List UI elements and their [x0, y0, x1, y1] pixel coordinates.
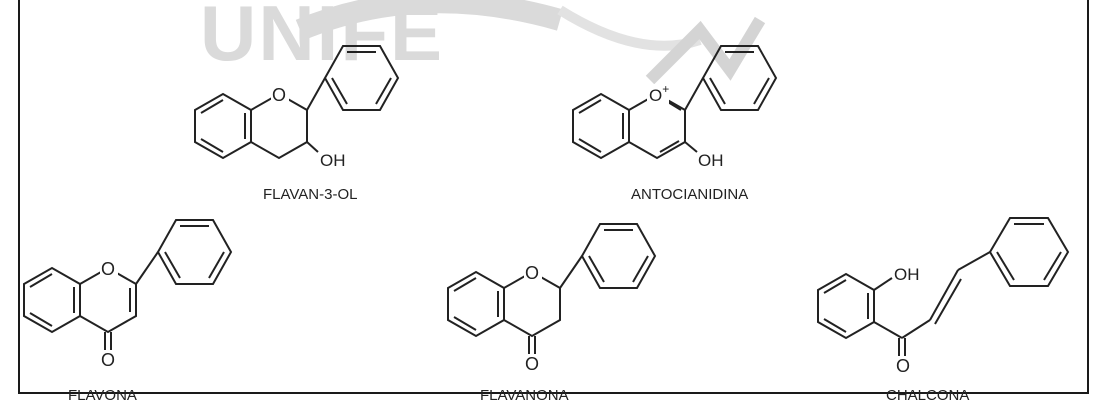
antocianidina-oh: OH — [698, 151, 724, 170]
mask — [524, 263, 542, 281]
flavan-ring-oxygen: O — [272, 85, 286, 105]
chalcona-oh: OH — [894, 265, 920, 284]
compound-flavanona — [447, 223, 657, 354]
mask — [271, 85, 289, 103]
compound-flavona — [23, 219, 233, 350]
antocianidina-ring-oxygen: O+ — [649, 82, 669, 105]
flavona-carbonyl-oxygen: O — [101, 350, 115, 370]
flavan-3-ol-label: FLAVAN-3-OL — [263, 186, 357, 203]
mask — [647, 84, 669, 104]
flavan-oh-bond — [306, 141, 319, 153]
compound-chalcona — [817, 217, 1070, 356]
flavanona-ring-oxygen: O — [525, 263, 539, 283]
mask — [100, 259, 118, 277]
flavan-oh: OH — [320, 151, 346, 170]
watermark: UNIFE — [200, 0, 766, 85]
figure-frame — [18, 0, 1089, 394]
antocianidina-label: ANTOCIANIDINA — [631, 186, 748, 203]
flavanona-label: FLAVANONA — [480, 387, 569, 403]
flavona-label: FLAVONA — [68, 387, 137, 403]
flavona-ring-oxygen: O — [101, 259, 115, 279]
chalcona-label: CHALCONA — [886, 387, 969, 403]
watermark-curve — [557, 5, 702, 51]
flavanona-carbonyl-oxygen: O — [525, 354, 539, 374]
chalcona-carbonyl-oxygen: O — [896, 356, 910, 376]
antocianidina-oh-bond — [684, 141, 698, 153]
watermark-swoosh — [295, 0, 564, 41]
